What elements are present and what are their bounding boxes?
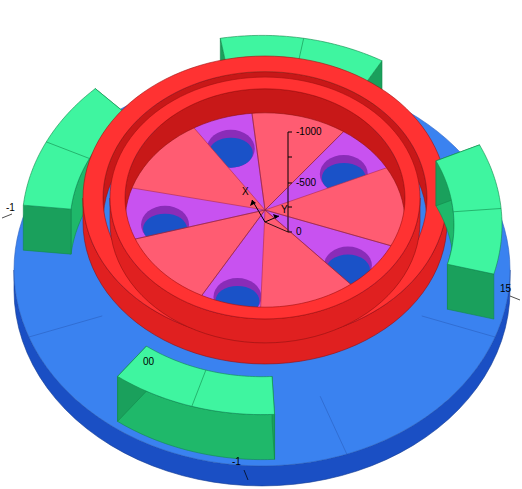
axis-label: 00	[143, 356, 154, 368]
coil-ring	[110, 77, 420, 319]
axis-label: -1	[232, 456, 241, 468]
axis-label: -1	[6, 202, 15, 214]
block-seam	[46, 142, 89, 159]
yoke-block-end	[23, 205, 71, 254]
axis-scale	[288, 132, 289, 232]
edge-tick	[510, 296, 520, 300]
wedge-edge	[265, 121, 354, 210]
base-seam	[320, 396, 347, 454]
axis-label: 0	[296, 226, 302, 238]
axis-tick	[288, 157, 292, 158]
axis-label: 15	[500, 283, 511, 295]
axis-label: X	[242, 186, 249, 198]
edge-tick	[2, 214, 12, 218]
coil-ring	[83, 56, 447, 340]
axis-label: Y	[281, 204, 288, 216]
arrowhead	[250, 200, 256, 206]
base-disc	[14, 74, 510, 466]
block-seam	[453, 208, 501, 211]
arrowhead	[273, 214, 279, 219]
axis-label: -1000	[296, 126, 322, 138]
base-seam	[422, 316, 495, 337]
wedge-edge	[265, 210, 401, 249]
yoke-block	[436, 145, 502, 274]
axis-tick	[288, 132, 292, 133]
coil-side	[83, 198, 447, 364]
wedge-edge	[193, 210, 266, 308]
base-seam	[29, 316, 102, 337]
block-seam	[192, 370, 206, 406]
axis-tick	[288, 207, 292, 208]
wedge-edge	[126, 210, 265, 241]
wedge-edge	[265, 210, 362, 294]
yoke-block	[118, 346, 275, 414]
wedge-edge	[250, 98, 265, 210]
edge-tick	[244, 470, 248, 480]
axis-label: -500	[296, 177, 316, 189]
